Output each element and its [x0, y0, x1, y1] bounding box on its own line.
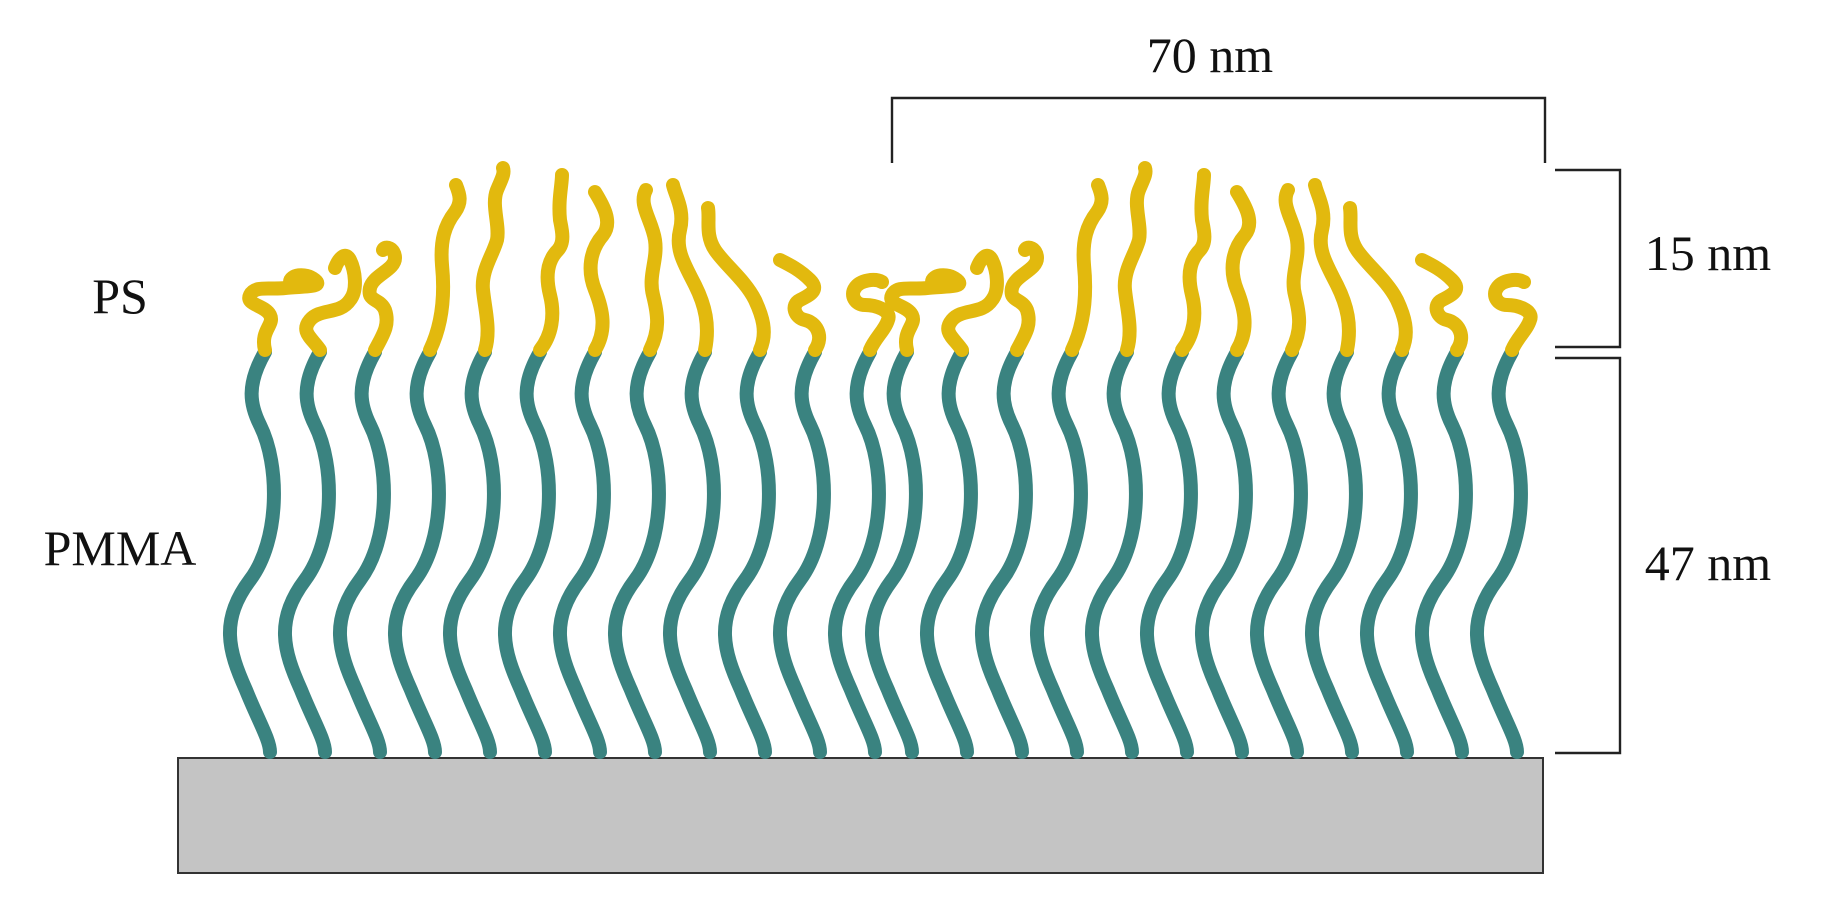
pmma-chain — [718, 345, 776, 759]
pmma-chain — [498, 345, 556, 759]
ps-chain — [1488, 273, 1538, 357]
ps-chain — [1308, 178, 1356, 357]
pmma-chain — [773, 345, 831, 759]
ps-chain — [701, 201, 771, 357]
ps-chain — [773, 253, 827, 357]
ps-height-label: 15 nm — [1645, 225, 1772, 281]
ps-chain — [1225, 185, 1257, 357]
pmma-chain — [553, 345, 611, 759]
pmma-chain — [663, 345, 721, 759]
pmma-chain — [1030, 345, 1088, 759]
width-label: 70 nm — [1147, 27, 1274, 83]
pmma-chain — [865, 345, 923, 759]
pmma-chain — [975, 345, 1033, 759]
ps-chain — [1175, 168, 1212, 357]
ps-chain — [666, 178, 714, 357]
ps-chain — [1278, 183, 1307, 357]
pmma-chain — [1360, 345, 1418, 759]
ps-chain — [1117, 161, 1153, 357]
ps-label: PS — [92, 268, 148, 324]
ps-chain — [1065, 178, 1109, 357]
ps-chain — [941, 248, 1004, 357]
pmma-layer — [223, 345, 1528, 759]
ps-chain — [423, 178, 467, 357]
pmma-chain — [223, 345, 281, 759]
pmma-chain — [1250, 345, 1308, 759]
pmma-height-label: 47 nm — [1645, 535, 1772, 591]
pmma-chain — [1195, 345, 1253, 759]
ps-layer — [242, 161, 1538, 357]
ps-chain — [583, 185, 615, 357]
pmma-chain — [388, 345, 446, 759]
ps-chain — [362, 240, 402, 357]
ps-chain — [636, 183, 665, 357]
ps-chain — [1415, 253, 1469, 357]
pmma-chain — [828, 345, 886, 759]
pmma-chain — [443, 345, 501, 759]
pmma-chain — [1140, 345, 1198, 759]
pmma-chain — [608, 345, 666, 759]
width-bracket — [890, 96, 1547, 163]
pmma-chain — [920, 345, 978, 759]
pmma-height-bracket — [1555, 356, 1622, 755]
ps-chain — [533, 168, 570, 357]
pmma-chain — [333, 345, 391, 759]
substrate — [177, 757, 1544, 874]
pmma-chain — [1470, 345, 1528, 759]
pmma-chain — [1305, 345, 1363, 759]
ps-chain — [242, 268, 325, 357]
pmma-chain — [1085, 345, 1143, 759]
ps-chain — [1343, 201, 1413, 357]
ps-chain — [1004, 240, 1044, 357]
ps-chain — [846, 273, 896, 357]
pmma-chain — [1415, 345, 1473, 759]
pmma-chain — [278, 345, 336, 759]
ps-chain — [884, 268, 967, 357]
ps-chain — [475, 161, 511, 357]
pmma-label: PMMA — [44, 520, 197, 576]
ps-chain — [299, 248, 362, 357]
ps-height-bracket — [1555, 168, 1622, 349]
